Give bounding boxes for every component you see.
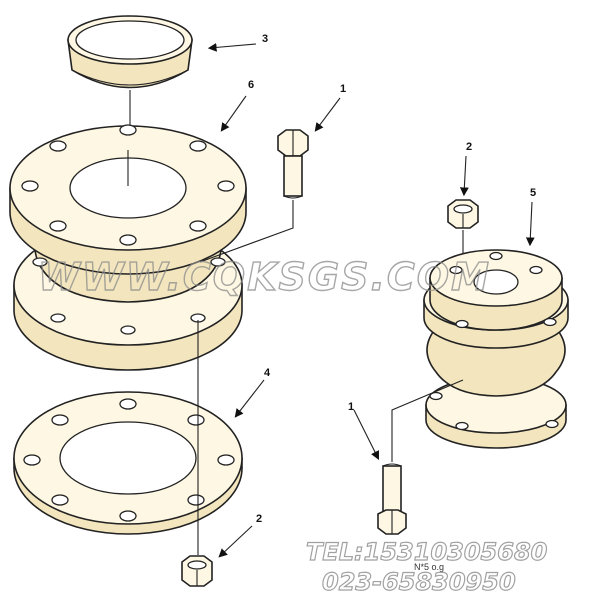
bolt-bottom-part	[377, 463, 407, 535]
callout-6: 6	[248, 79, 254, 91]
watermark-phone: 023-65830950	[322, 568, 516, 596]
callout-4: 4	[264, 367, 271, 379]
callout-5: 5	[530, 187, 536, 199]
seal-ring-part	[67, 15, 193, 89]
callout-arrows	[207, 43, 535, 558]
callout-1-bottom: 1	[348, 401, 354, 413]
flange-plate-part	[13, 391, 243, 535]
callout-2-top: 2	[466, 141, 472, 153]
callout-1-top: 1	[340, 83, 346, 95]
callout-2-bottom: 2	[256, 513, 262, 525]
joint-assembly-left	[9, 124, 247, 371]
callout-3: 3	[262, 33, 268, 45]
bolt-top-part	[277, 129, 309, 199]
watermark-tel: TEL:15310305680	[306, 538, 547, 566]
bolt-top-leader	[199, 200, 294, 263]
rubber-joint-assembly	[423, 249, 569, 449]
watermark-url: WWW.CQKSGS.COM	[38, 255, 491, 299]
bolt-bottom-leader	[391, 379, 464, 462]
nut-top-part	[447, 199, 479, 229]
nut-bottom-part	[181, 555, 213, 587]
dimension-note: N*5 o.g	[414, 562, 444, 572]
